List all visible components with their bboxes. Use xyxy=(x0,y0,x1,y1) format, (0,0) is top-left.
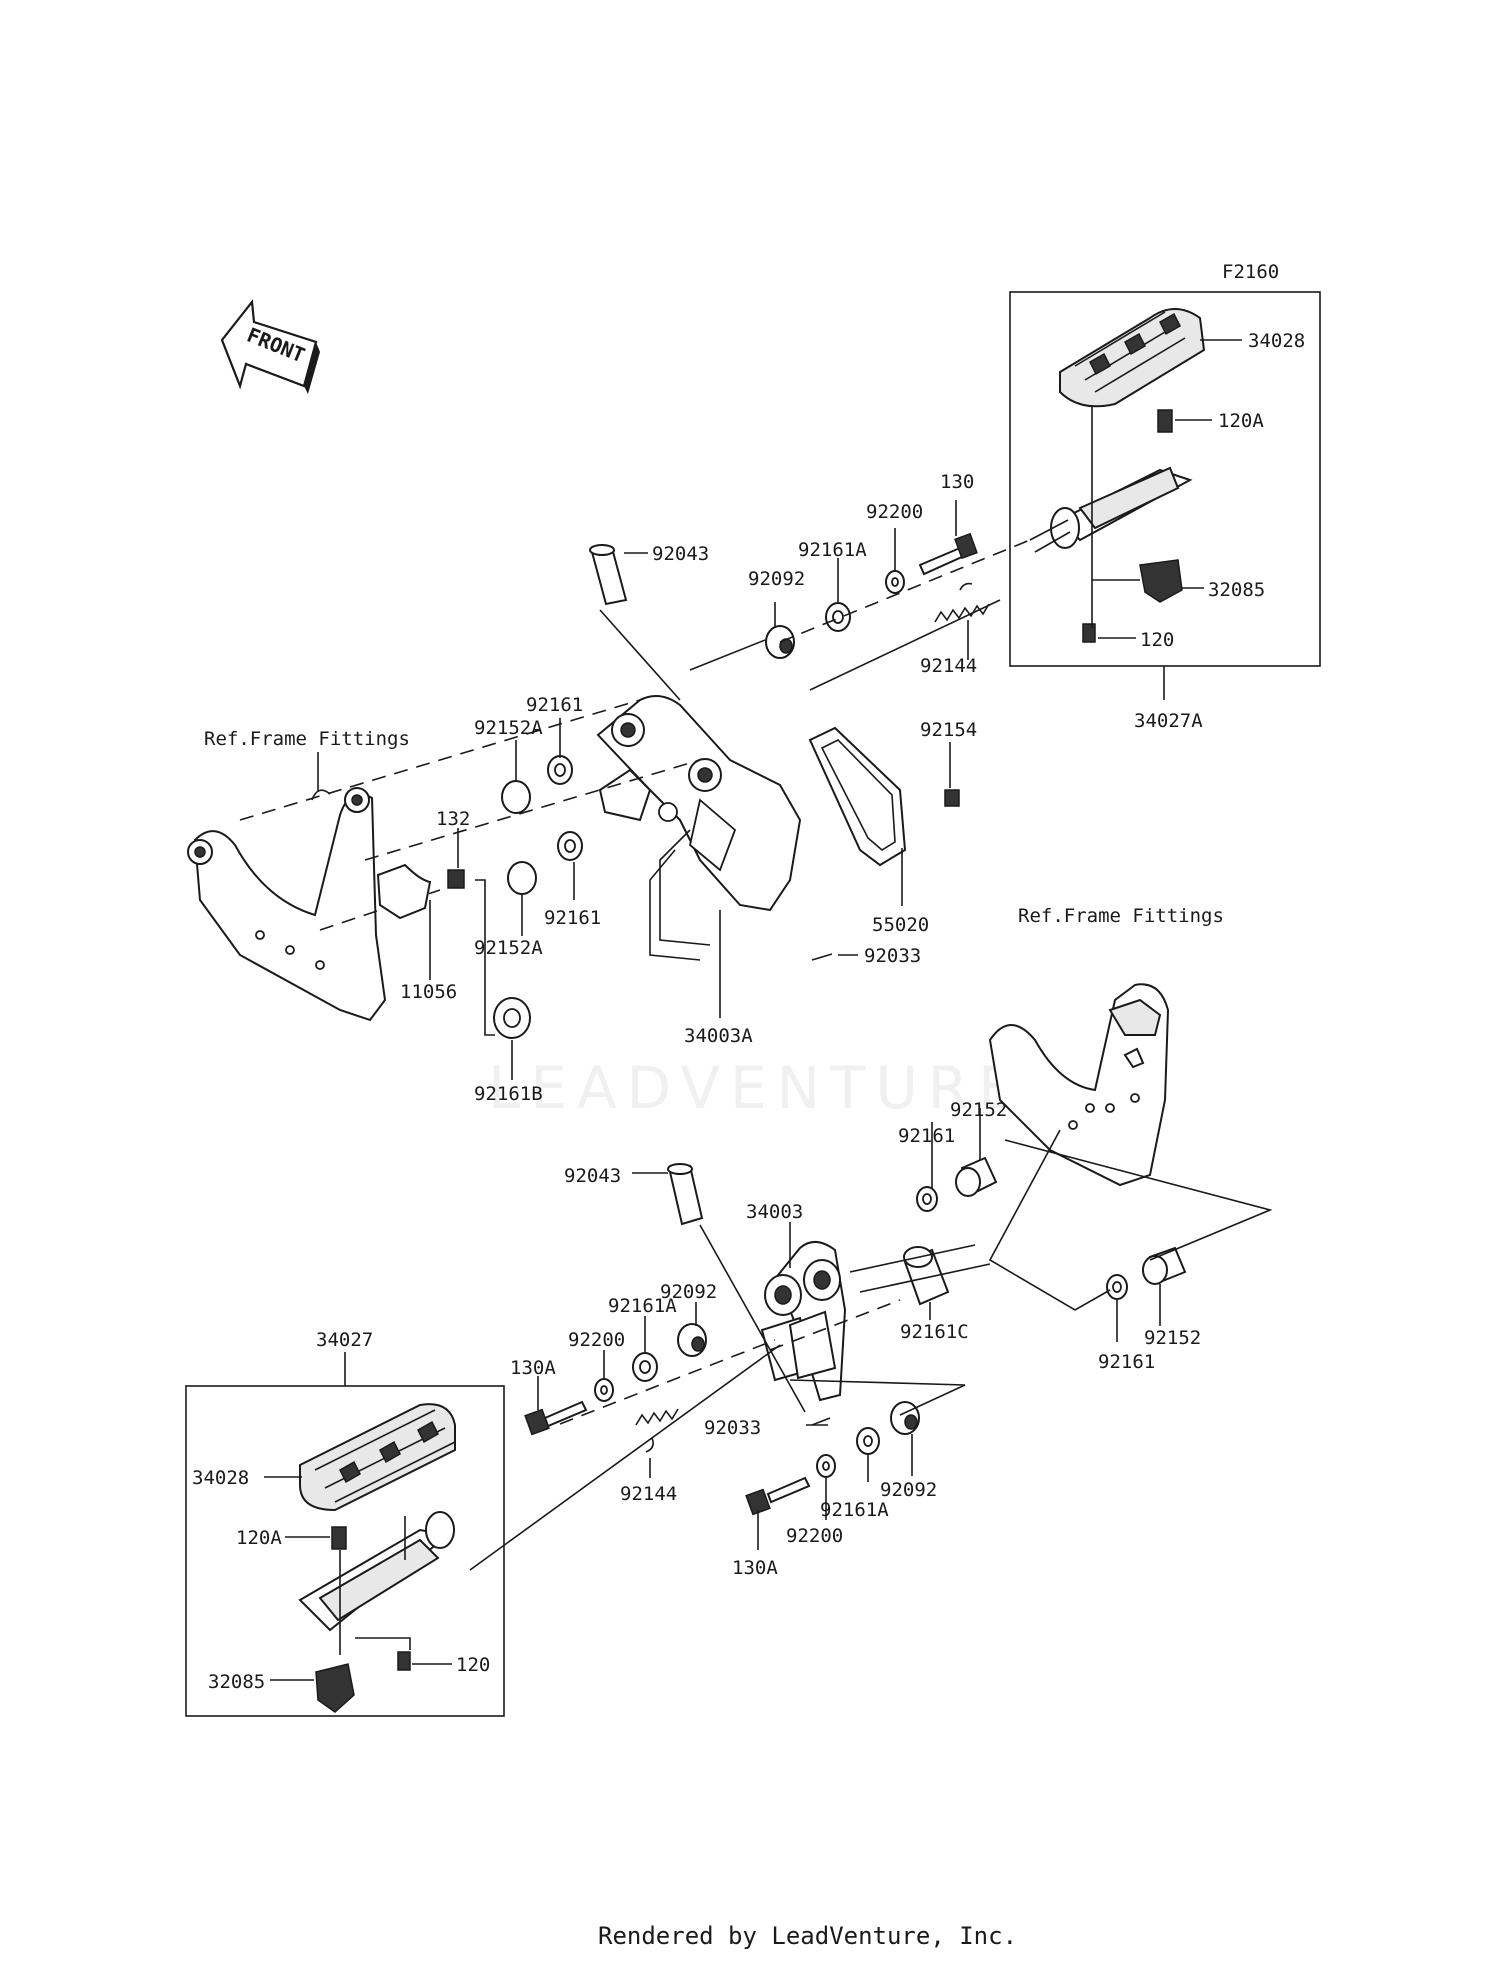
clamp-11056 xyxy=(376,863,432,920)
collar-92152A-low xyxy=(507,861,537,895)
rubber-pad-32085-upper xyxy=(1139,559,1183,603)
label-92161-top: 92161 xyxy=(526,694,583,716)
label-92161C: 92161C xyxy=(900,1321,969,1343)
label-92154: 92154 xyxy=(920,719,977,741)
label-92161-right: 92161 xyxy=(1098,1351,1155,1373)
watermark-text: LEADVENTURE xyxy=(488,1054,1025,1122)
label-92200-upper: 92200 xyxy=(866,501,923,523)
label-132: 132 xyxy=(436,808,470,830)
collar-92152-lower xyxy=(955,1156,998,1197)
bolt-120A-lower xyxy=(331,1526,347,1550)
collar-92161B xyxy=(493,997,531,1039)
frame-fitting-right xyxy=(988,983,1170,1187)
label-92144-lower: 92144 xyxy=(620,1483,677,1505)
bolt-120-upper xyxy=(1082,623,1096,643)
footpeg-base-lower xyxy=(298,1511,455,1632)
label-120-upper: 120 xyxy=(1140,629,1174,651)
footpeg-base-upper xyxy=(1029,466,1193,553)
label-92200-b: 92200 xyxy=(786,1525,843,1547)
washer-92161A-lower xyxy=(632,1352,658,1382)
label-92161A-b: 92161A xyxy=(820,1499,889,1521)
bolt-120A-upper xyxy=(1157,409,1173,433)
label-34028-upper: 34028 xyxy=(1248,330,1305,352)
label-120-lower: 120 xyxy=(456,1654,490,1676)
washer-92200-b xyxy=(816,1454,836,1478)
label-92161B: 92161B xyxy=(474,1083,543,1105)
pin-92043-lower xyxy=(667,1163,704,1226)
front-arrow-icon: FRONT xyxy=(220,299,320,394)
footer-credit: Rendered by LeadVenture, Inc. xyxy=(598,1922,1017,1950)
label-92092-upper: 92092 xyxy=(748,568,805,590)
diagram-code: F2160 xyxy=(1222,261,1279,283)
bracket-34003A xyxy=(596,695,802,961)
footpeg-rubber-34028-upper xyxy=(1059,308,1206,408)
label-55020: 55020 xyxy=(872,914,929,936)
rubber-pad-32085-lower xyxy=(315,1663,355,1713)
label-92033-upper: 92033 xyxy=(864,945,921,967)
washer-92200-upper xyxy=(885,570,905,594)
label-92200-lower: 92200 xyxy=(568,1329,625,1351)
washer-92161A-upper xyxy=(825,602,851,632)
label-92152-lower: 92152 xyxy=(950,1099,1007,1121)
washer-92200-lower xyxy=(594,1378,614,1402)
label-92144-upper: 92144 xyxy=(920,655,977,677)
label-11056: 11056 xyxy=(400,981,457,1003)
heel-guard-55020 xyxy=(808,726,907,867)
washer-92161-lower xyxy=(916,1186,938,1212)
frame-fitting-left xyxy=(187,787,387,1022)
label-34027: 34027 xyxy=(316,1329,373,1351)
detail-box-34027A xyxy=(1009,291,1321,667)
bolt-130 xyxy=(918,532,978,576)
label-ref-frame-left: Ref.Frame Fittings xyxy=(204,728,410,750)
bolt-120-lower xyxy=(397,1651,411,1671)
label-92161A-upper: 92161A xyxy=(798,539,867,561)
bolt-92154 xyxy=(944,789,960,807)
label-92043-upper: 92043 xyxy=(652,543,709,565)
pin-92043-upper xyxy=(589,544,628,606)
label-34027A: 34027A xyxy=(1134,710,1203,732)
washer-92161-top xyxy=(547,755,573,785)
label-120A-lower: 120A xyxy=(236,1527,282,1549)
label-34028-lower: 34028 xyxy=(192,1467,249,1489)
bolt-132 xyxy=(447,869,465,889)
label-130A-lower: 130A xyxy=(510,1357,556,1379)
label-130: 130 xyxy=(940,471,974,493)
bushing-92092-lower xyxy=(677,1323,707,1357)
bracket-34003 xyxy=(760,1241,847,1402)
label-92043-lower: 92043 xyxy=(564,1165,621,1187)
label-92152A-low: 92152A xyxy=(474,937,543,959)
collar-92152A-top xyxy=(501,780,531,814)
washer-92161-mid xyxy=(557,831,583,861)
spring-92144-lower xyxy=(635,1408,679,1453)
washer-92161A-b xyxy=(856,1427,880,1455)
label-34003: 34003 xyxy=(746,1201,803,1223)
bolt-130A-b xyxy=(745,1476,811,1516)
label-32085-lower: 32085 xyxy=(208,1671,265,1693)
bushing-92092-b xyxy=(890,1401,920,1435)
label-ref-frame-right: Ref.Frame Fittings xyxy=(1018,905,1224,927)
footpeg-rubber-34028-lower xyxy=(299,1403,456,1512)
label-92152A-top: 92152A xyxy=(474,717,543,739)
label-32085-upper: 32085 xyxy=(1208,579,1265,601)
label-34003A: 34003A xyxy=(684,1025,753,1047)
label-130A-b: 130A xyxy=(732,1557,778,1579)
label-92161A-lower: 92161A xyxy=(608,1295,677,1317)
label-120A-upper: 120A xyxy=(1218,410,1264,432)
label-92092-lower: 92092 xyxy=(660,1281,717,1303)
label-92152-right: 92152 xyxy=(1144,1327,1201,1349)
label-92161-lower: 92161 xyxy=(898,1125,955,1147)
spring-92144-upper xyxy=(934,582,990,623)
label-92033-lower: 92033 xyxy=(704,1417,761,1439)
pin-92033-upper xyxy=(811,953,833,961)
washer-92161-right xyxy=(1106,1274,1128,1300)
bolt-130A-lower xyxy=(524,1400,588,1436)
label-92092-b: 92092 xyxy=(880,1479,937,1501)
pin-92033-lower xyxy=(811,1417,831,1426)
label-92161-mid: 92161 xyxy=(544,907,601,929)
